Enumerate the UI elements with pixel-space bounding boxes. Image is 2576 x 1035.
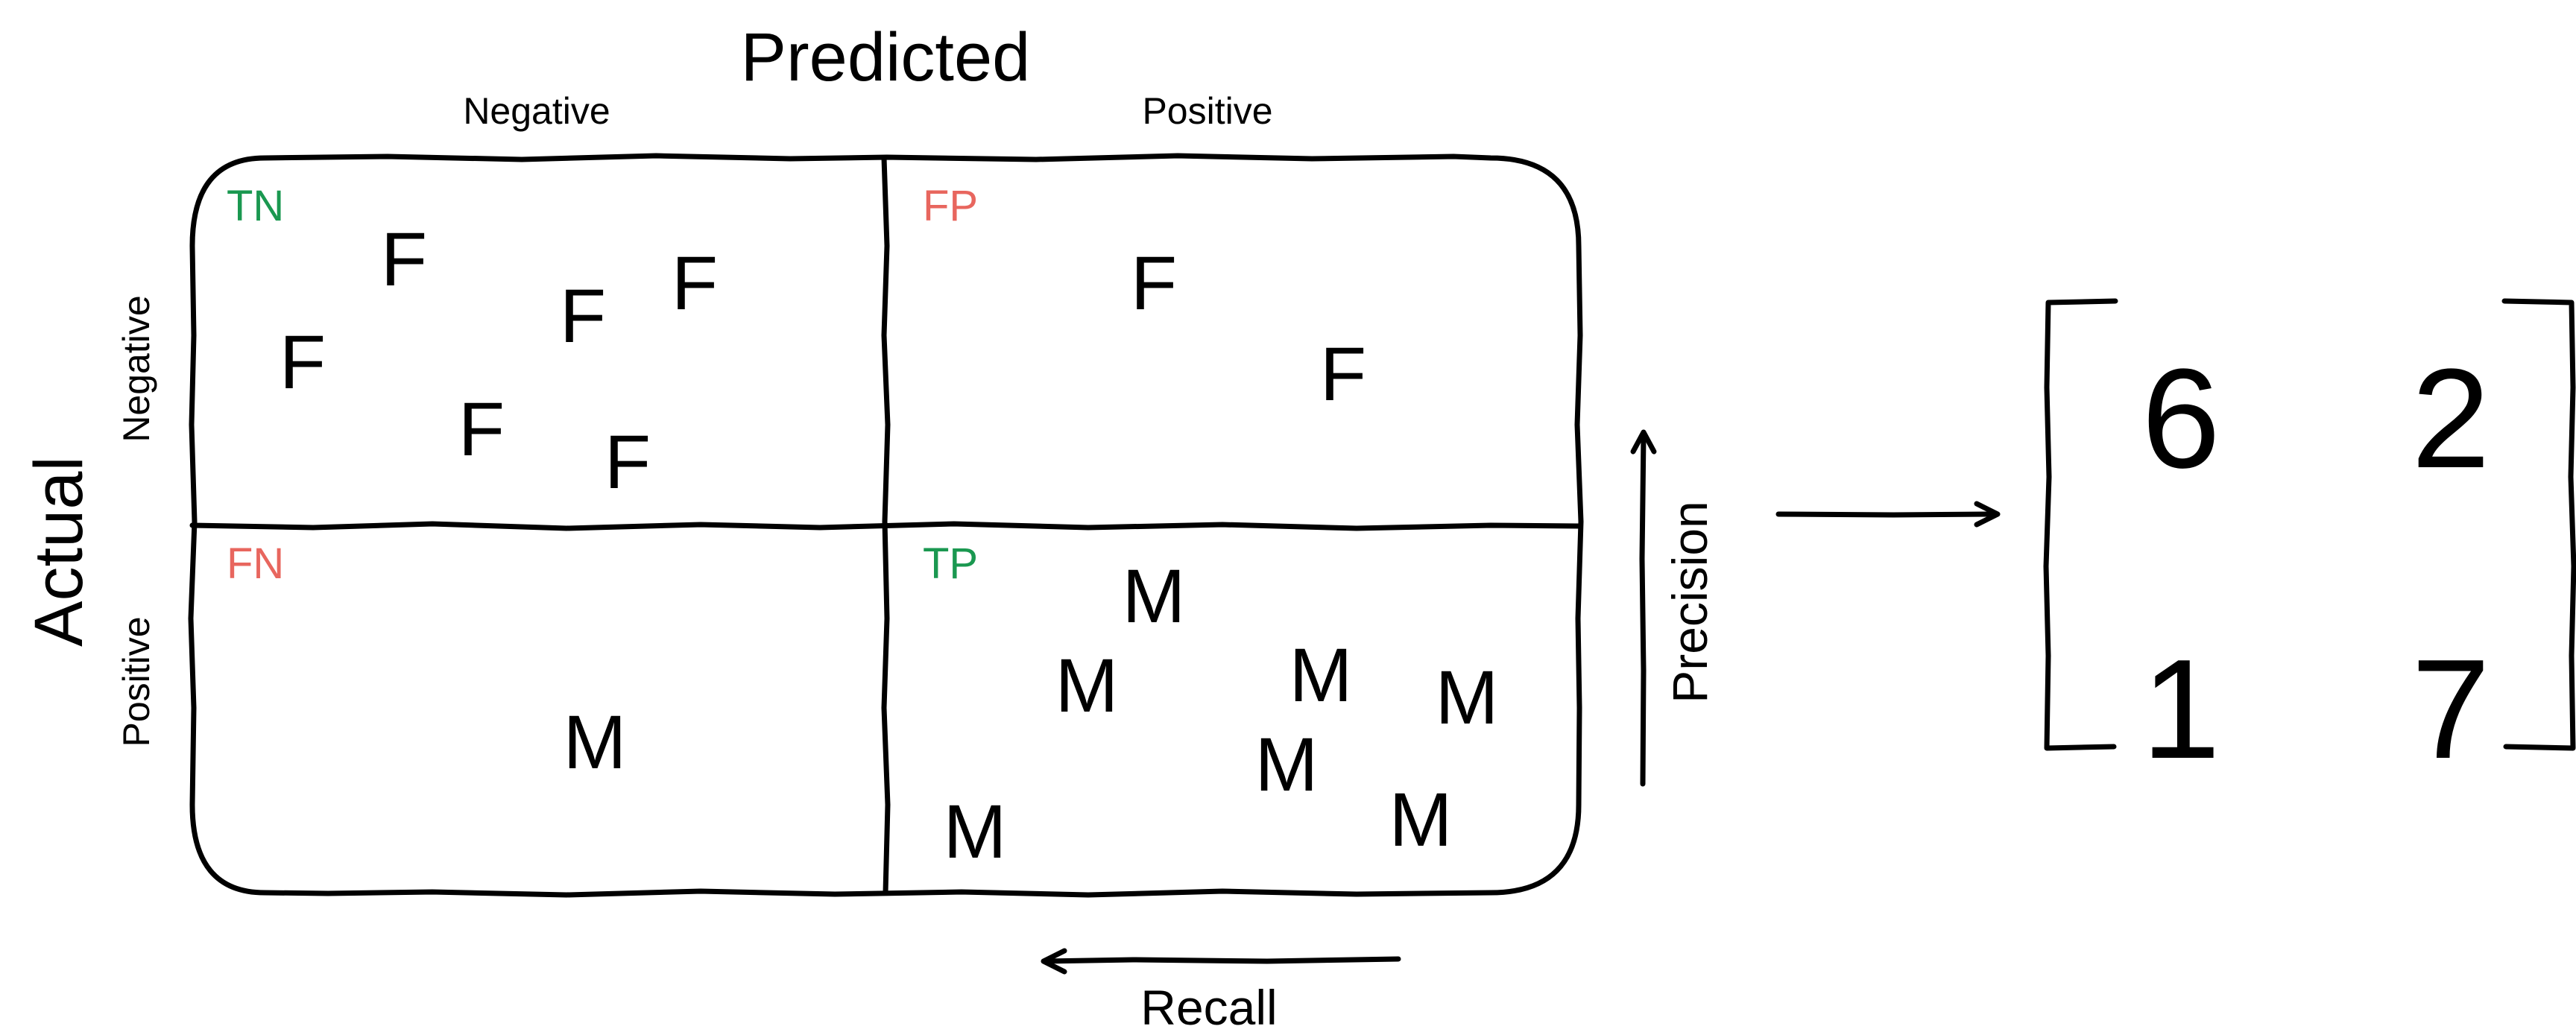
recall-arrow-icon [1041, 948, 1401, 975]
tp-letter: M [944, 789, 1007, 874]
matrix-value-tn: 6 [2141, 340, 2220, 498]
column-label-positive: Positive [1142, 90, 1272, 132]
tag-true-positive: TP [923, 539, 978, 588]
tp-letter: M [1289, 633, 1353, 718]
tag-true-negative: TN [227, 182, 284, 230]
precision-label: Precision [1662, 501, 1717, 703]
column-label-negative: Negative [463, 90, 610, 132]
matrix-value-fn: 1 [2141, 630, 2220, 788]
predicted-title: Predicted [741, 19, 1031, 95]
tag-false-negative: FN [227, 539, 284, 588]
tag-false-positive: FP [923, 182, 978, 230]
fp-letter: F [1320, 332, 1366, 417]
right-bracket [2501, 298, 2576, 751]
tp-letter: M [1436, 655, 1499, 740]
recall-label: Recall [1140, 980, 1277, 1035]
tp-letter: M [1255, 722, 1319, 807]
row-label-positive: Positive [116, 616, 157, 747]
precision-arrow-icon [1630, 429, 1657, 787]
fn-letter: M [564, 700, 627, 785]
vertical-divider [881, 155, 891, 896]
right-arrow-icon [1775, 501, 2001, 528]
tn-letter: F [458, 387, 505, 472]
matrix-value-tp: 7 [2411, 630, 2490, 788]
actual-title: Actual [21, 456, 97, 647]
row-label-negative: Negative [116, 295, 157, 442]
tp-letter: M [1389, 777, 1453, 862]
tn-letter: F [604, 420, 651, 504]
horizontal-divider [189, 521, 1582, 531]
tp-letter: M [1123, 554, 1186, 639]
tn-letter: F [672, 241, 718, 326]
tp-letter: M [1055, 643, 1119, 728]
matrix-outline [188, 153, 1584, 898]
tn-letter: F [381, 217, 427, 302]
left-bracket [2043, 298, 2118, 751]
matrix-value-fp: 2 [2411, 340, 2490, 498]
tn-letter: F [280, 320, 326, 405]
tn-letter: F [560, 273, 606, 358]
fp-letter: F [1131, 241, 1177, 326]
